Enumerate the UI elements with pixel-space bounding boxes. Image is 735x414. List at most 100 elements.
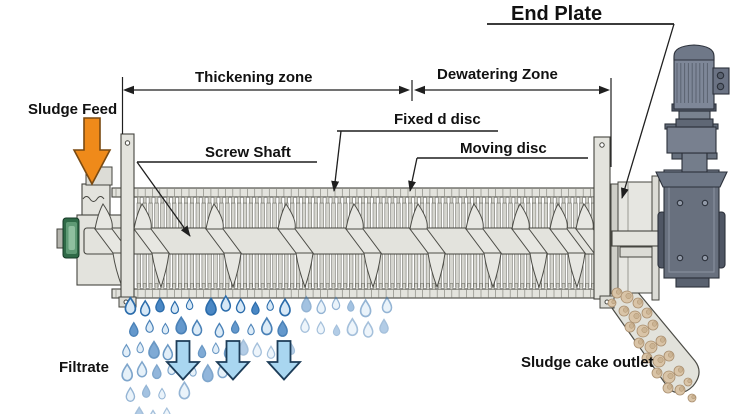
screen-spacer — [213, 283, 218, 290]
motor-foot — [706, 152, 718, 160]
screen-spacer — [137, 196, 141, 204]
screen-spacer — [396, 283, 401, 290]
screw-flight-lower — [295, 252, 314, 289]
screen-spacer — [302, 196, 306, 204]
screen-spacer — [325, 283, 330, 290]
screen-spacer — [337, 196, 342, 204]
water-drop — [155, 297, 165, 313]
screen-spacer — [201, 283, 206, 290]
screen-spacer — [308, 196, 312, 204]
screw-shaft-label: Screw Shaft — [205, 144, 291, 161]
screen-spacer — [420, 196, 424, 204]
cake-particle-texture — [637, 339, 644, 345]
motor-dome — [673, 44, 715, 61]
water-drop — [128, 321, 139, 337]
output-shaft-step — [619, 246, 653, 258]
screen-spacer — [196, 196, 200, 204]
screen-spacer — [142, 196, 147, 204]
water-drop — [162, 343, 174, 361]
screen-spacer — [390, 283, 395, 290]
water-drop — [148, 340, 160, 359]
screen-spacer — [526, 283, 530, 290]
screen-spacer — [231, 196, 235, 204]
inlet-bearing-face — [68, 226, 75, 250]
screen-spacer — [137, 283, 141, 290]
dim-arrowhead — [399, 85, 410, 95]
gearbox-bolt — [676, 254, 684, 262]
screen-spacer — [408, 283, 412, 290]
cake-particle-texture — [649, 343, 656, 349]
screw-flight-upper — [345, 203, 364, 230]
cake-particle-texture — [641, 327, 648, 333]
filtrate-arrows — [164, 340, 303, 381]
cake-particle-texture — [622, 307, 629, 313]
screen-spacer — [237, 196, 241, 204]
water-drop — [266, 298, 274, 311]
screen-spacer — [520, 196, 524, 204]
screw-flight-lower — [427, 252, 446, 289]
left-post-hole — [124, 140, 131, 146]
screen-spacer — [243, 283, 247, 290]
cake-particle-texture — [677, 367, 684, 373]
screen-spacer — [449, 283, 454, 290]
cake-particle-texture — [611, 299, 616, 305]
water-drop — [124, 296, 137, 315]
screen-spacer — [213, 196, 218, 204]
cake-particle-texture — [633, 313, 640, 319]
screen-spacer — [343, 196, 347, 204]
zone-dimension-lines — [121, 77, 612, 167]
screen-spacer — [426, 283, 430, 290]
screen-spacer — [526, 196, 530, 204]
screen-spacer — [178, 196, 182, 204]
cake-particle-texture — [687, 378, 692, 384]
sludge-cake-chute — [606, 283, 700, 394]
screen-spacer — [243, 196, 247, 204]
screen-spacer — [408, 196, 412, 204]
water-drop — [178, 380, 191, 400]
drive-motor — [655, 44, 730, 188]
screw-flight-lower — [151, 252, 170, 289]
screen-spacer — [431, 283, 436, 290]
screen-spacer — [355, 196, 359, 204]
screen-spacer — [455, 283, 460, 290]
water-drop — [162, 406, 171, 414]
screen-spacer — [585, 283, 589, 290]
screen-spacer — [555, 283, 560, 290]
screen-spacer — [219, 196, 224, 204]
screen-spacer — [443, 283, 448, 290]
screen-spacer — [319, 196, 324, 204]
water-drop — [260, 316, 273, 336]
screw-flight-upper — [409, 203, 428, 230]
dim-arrowhead — [414, 85, 425, 95]
water-drop — [145, 319, 154, 333]
screen-spacer — [573, 196, 578, 204]
screen-spacer — [166, 196, 171, 204]
cake-particle-texture — [625, 293, 632, 299]
output-shaft — [611, 230, 665, 247]
water-drop — [141, 384, 151, 398]
dim-arrowhead — [123, 85, 134, 95]
water-drop — [136, 341, 144, 354]
screen-spacer — [154, 196, 159, 204]
right-frame-post — [593, 136, 611, 300]
water-drop — [266, 345, 276, 359]
screen-spacer — [266, 196, 271, 204]
motor-ring — [675, 118, 714, 128]
screen-spacer — [461, 283, 465, 290]
screen-spacer — [331, 196, 336, 204]
water-drop — [170, 300, 180, 315]
screen-spacer — [172, 283, 176, 290]
screen-spacer — [437, 283, 442, 290]
screen-spacer — [225, 196, 230, 204]
screen-spacer — [420, 283, 424, 290]
motor-fins — [676, 63, 708, 103]
water-drop — [150, 409, 156, 414]
sludge-cake-outlet-label: Sludge cake outlet — [521, 354, 654, 371]
water-drop — [136, 360, 148, 378]
water-drop — [139, 299, 151, 317]
screen-spacer — [402, 283, 406, 290]
screen-spacer — [390, 196, 395, 204]
screen-spacer — [384, 196, 389, 204]
water-drop — [379, 318, 389, 334]
water-drop — [201, 363, 214, 383]
